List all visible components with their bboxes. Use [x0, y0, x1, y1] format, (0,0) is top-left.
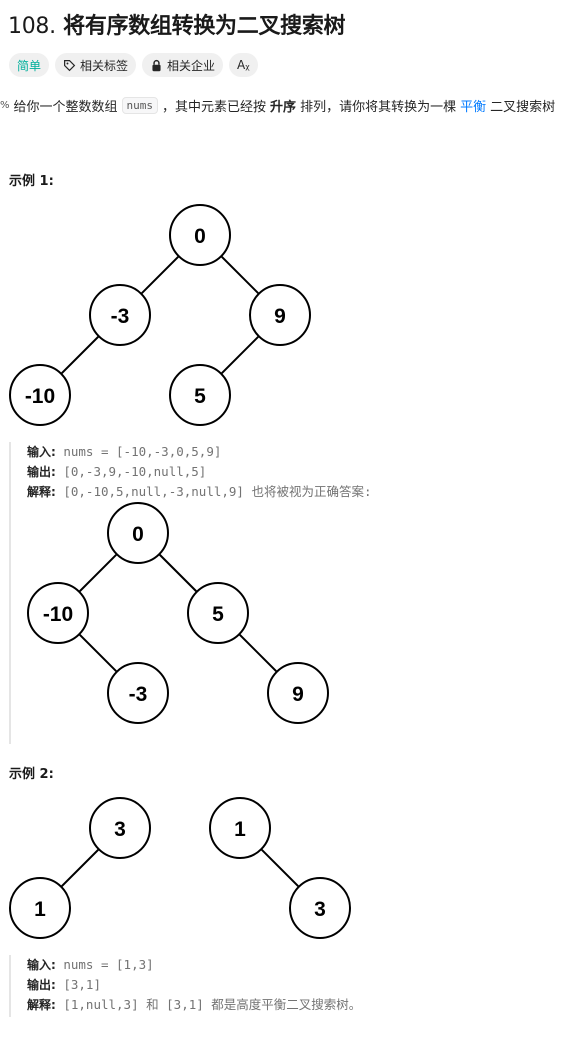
tree-node: -3 — [89, 284, 151, 346]
explain-value: [1,null,3] 和 [3,1] 都是高度平衡二叉搜索树。 — [63, 997, 362, 1012]
example-2-heading: 示例 2: — [9, 767, 54, 782]
difficulty-badge[interactable]: 简单 — [9, 53, 50, 77]
svg-text:-10: -10 — [43, 603, 73, 626]
svg-text:-3: -3 — [111, 305, 130, 328]
difficulty-label: 简单 — [17, 58, 42, 73]
svg-text:0: 0 — [132, 523, 144, 546]
svg-text:1: 1 — [234, 818, 246, 841]
example-1-tree-image: 0 -3 9 -10 5 — [9, 204, 311, 426]
problem-name: 将有序数组转换为二叉搜索树 — [63, 14, 346, 39]
example-2-block: 输入: nums = [1,3] 输出: [3,1] 解释: [1,null,3… — [9, 955, 361, 1017]
example-2-tree-image: 3 1 1 3 — [9, 797, 351, 939]
output-value: [3,1] — [63, 977, 101, 992]
tree-node: -10 — [27, 582, 89, 644]
description-bold: 升序 — [270, 100, 297, 115]
input-value: nums = [1,3] — [63, 957, 154, 972]
svg-text:-3: -3 — [129, 683, 148, 706]
output-label: 输出: — [27, 978, 56, 992]
description-text-4: 二叉搜索树 — [490, 100, 556, 115]
input-value: nums = [-10,-3,0,5,9] — [63, 444, 222, 459]
description-text-1: 给你一个整数数组 — [13, 100, 118, 115]
problem-title: 108. 将有序数组转换为二叉搜索树 — [8, 8, 346, 40]
tree-node: 5 — [169, 364, 231, 426]
translate-button[interactable]: Aᵪ — [229, 53, 258, 77]
description-clip-glyph: % — [0, 100, 10, 111]
input-label: 输入: — [27, 445, 56, 459]
description-text-3: 排列，请你将其转换为一棵 — [300, 100, 457, 115]
description-text-2: ，其中元素已经按 — [162, 100, 267, 115]
svg-text:9: 9 — [274, 305, 286, 328]
tree-node: 3 — [89, 797, 151, 859]
explain-value: [0,-10,5,null,-3,null,9] 也将被视为正确答案: — [63, 484, 372, 499]
tree-node: 3 — [289, 877, 351, 939]
example-1-alt-tree-image: 0 -10 5 -3 9 — [27, 502, 329, 724]
explain-label: 解释: — [27, 485, 56, 499]
output-label: 输出: — [27, 465, 56, 479]
topics-tag-label: 相关标签 — [80, 58, 129, 73]
svg-text:3: 3 — [114, 818, 126, 841]
tag-icon — [64, 59, 76, 71]
explain-label: 解释: — [27, 998, 56, 1012]
tree-node: -10 — [9, 364, 71, 426]
companies-tag-button[interactable]: 相关企业 — [142, 53, 224, 77]
example-1-block: 输入: nums = [-10,-3,0,5,9] 输出: [0,-3,9,-1… — [9, 442, 372, 744]
tree-node: 9 — [267, 662, 329, 724]
svg-text:-10: -10 — [25, 385, 55, 408]
tree-node: 1 — [9, 877, 71, 939]
translate-icon: Aᵪ — [237, 58, 250, 72]
tree-node: 0 — [107, 502, 169, 564]
tree-node: -3 — [107, 662, 169, 724]
tree-node: 0 — [169, 204, 231, 266]
example-1-heading: 示例 1: — [9, 174, 54, 189]
tag-bar: 简单 相关标签 相关企业 Aᵪ — [9, 53, 258, 77]
lock-icon — [152, 59, 161, 71]
tree-node: 1 — [209, 797, 271, 859]
topics-tag-button[interactable]: 相关标签 — [55, 53, 137, 77]
description-code: nums — [121, 97, 159, 114]
svg-text:0: 0 — [194, 225, 206, 248]
output-value: [0,-3,9,-10,null,5] — [63, 464, 207, 479]
svg-text:3: 3 — [314, 898, 326, 921]
companies-tag-label: 相关企业 — [167, 58, 216, 73]
input-label: 输入: — [27, 958, 56, 972]
tree-node: 9 — [249, 284, 311, 346]
svg-text:9: 9 — [292, 683, 304, 706]
svg-text:1: 1 — [34, 898, 46, 921]
problem-number: 108. — [8, 14, 56, 39]
svg-text:5: 5 — [194, 385, 206, 408]
tree-node: 5 — [187, 582, 249, 644]
balanced-link[interactable]: 平衡 — [460, 100, 487, 115]
svg-text:5: 5 — [212, 603, 224, 626]
problem-description: % 给你一个整数数组 nums ，其中元素已经按 升序 排列，请你将其转换为一棵… — [0, 96, 555, 115]
